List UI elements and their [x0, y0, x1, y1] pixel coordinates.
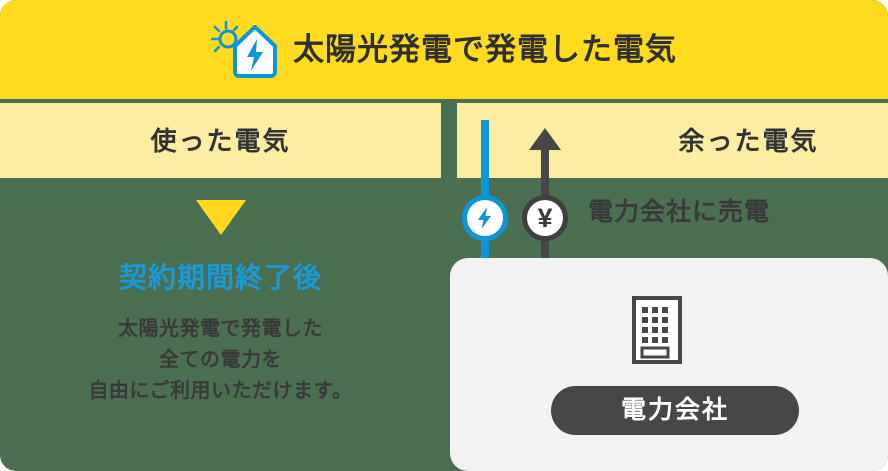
utility-company-panel: 電力会社 [450, 258, 888, 471]
lightning-bolt-icon [462, 195, 508, 241]
solar-house-icon [211, 20, 277, 78]
body-line-1: 太陽光発電で発電した [118, 318, 323, 340]
down-triangle-icon [196, 200, 246, 235]
panel-used-electricity: 使った電気 [0, 103, 441, 178]
header-title: 太陽光発電で発電した電気 [293, 32, 677, 67]
utility-company-pill: 電力会社 [551, 386, 799, 435]
contract-end-body: 太陽光発電で発電した 全ての電力を 自由にご利用いただけます。 [0, 314, 441, 407]
body-line-2: 全ての電力を [159, 349, 282, 371]
yen-glyph: ¥ [537, 202, 553, 233]
panel-surplus-electricity: 余った電気 [457, 103, 888, 178]
panel-used-electricity-label: 使った電気 [150, 125, 291, 156]
panel-surplus-electricity-label: 余った電気 [678, 125, 819, 156]
yen-icon: ¥ [522, 195, 568, 241]
header-banner: 太陽光発電で発電した電気 [0, 0, 888, 99]
utility-company-label: 電力会社 [620, 396, 729, 424]
office-building-icon [632, 296, 682, 364]
body-line-3: 自由にご利用いただけます。 [88, 380, 353, 402]
used-electricity-description: 契約期間終了後 太陽光発電で発電した 全ての電力を 自由にご利用いただけます。 [0, 178, 441, 471]
sell-to-utility-label: 電力会社に売電 [588, 198, 771, 226]
contract-end-heading: 契約期間終了後 [118, 262, 322, 293]
